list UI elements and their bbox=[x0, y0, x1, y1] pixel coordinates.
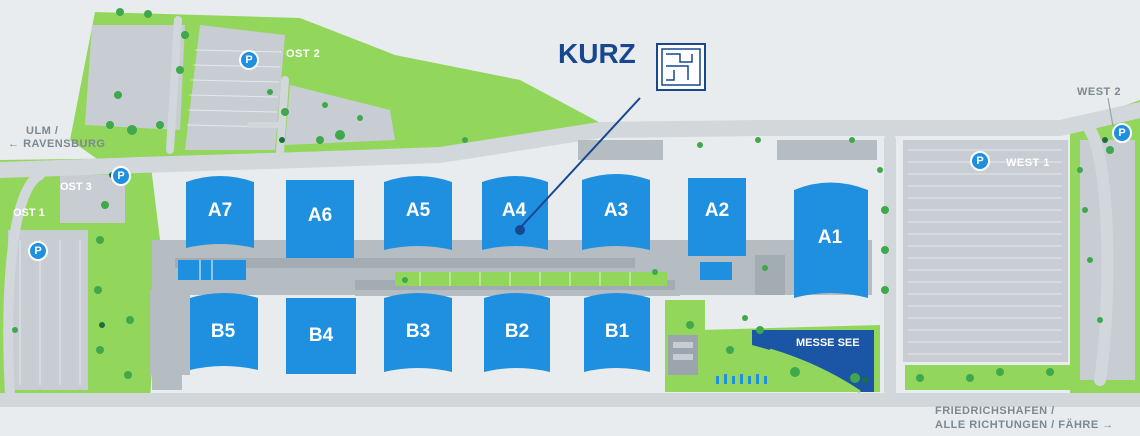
direction-friedrichshafen-line-1: FRIEDRICHSHAFEN / bbox=[935, 405, 1055, 417]
parking-icon-west-2[interactable]: P bbox=[1112, 123, 1132, 143]
direction-ulm-line-2: RAVENSBURG bbox=[23, 138, 106, 150]
area-messe-see: MESSE SEE bbox=[796, 337, 860, 349]
area-ost-2: OST 2 bbox=[286, 48, 321, 60]
pointer-line bbox=[519, 97, 641, 229]
roads bbox=[0, 16, 1140, 407]
halls-b bbox=[190, 293, 650, 374]
parking-stripes bbox=[19, 49, 1062, 385]
arrow-left-icon: ← bbox=[8, 138, 20, 150]
parking-icon-ost-2[interactable]: P bbox=[239, 50, 259, 70]
parking-icon-west-1[interactable]: P bbox=[970, 151, 990, 171]
direction-ulm: ← RAVENSBURG bbox=[8, 138, 105, 150]
halls-a bbox=[186, 174, 868, 298]
direction-friedrichshafen-line-2: ALLE RICHTUNGEN / FÄHRE bbox=[935, 419, 1099, 431]
area-west-1: WEST 1 bbox=[1006, 157, 1050, 169]
hall-b5[interactable]: B5 bbox=[210, 321, 236, 342]
direction-friedrichshafen: ALLE RICHTUNGEN / FÄHRE → bbox=[935, 419, 1114, 431]
parking-icon-ost-1[interactable]: P bbox=[28, 241, 48, 261]
hall-a1[interactable]: A1 bbox=[817, 227, 843, 248]
hall-b1[interactable]: B1 bbox=[604, 321, 630, 342]
trees bbox=[12, 8, 1114, 383]
area-ost-1: OST 1 bbox=[13, 207, 45, 219]
hall-a6[interactable]: A6 bbox=[307, 205, 333, 226]
arrow-right-icon: → bbox=[1102, 419, 1114, 431]
parking-icon-ost-3[interactable]: P bbox=[111, 166, 131, 186]
area-west-2: WEST 2 bbox=[1077, 86, 1121, 98]
area-ost-3: OST 3 bbox=[60, 181, 92, 193]
hall-b4[interactable]: B4 bbox=[308, 325, 334, 346]
booth-location-dot bbox=[515, 225, 525, 235]
exhibitor-brand: KURZ bbox=[558, 38, 636, 69]
hall-a5[interactable]: A5 bbox=[405, 200, 431, 221]
hall-a7[interactable]: A7 bbox=[207, 200, 233, 221]
hall-a3[interactable]: A3 bbox=[603, 200, 629, 221]
messe-see-lake bbox=[752, 330, 874, 392]
hall-b3[interactable]: B3 bbox=[405, 321, 431, 342]
hall-b2[interactable]: B2 bbox=[504, 321, 530, 342]
hall-a4[interactable]: A4 bbox=[501, 200, 527, 221]
hall-a2[interactable]: A2 bbox=[704, 200, 730, 221]
direction-ulm-line-1: ULM / bbox=[26, 125, 59, 137]
booth-floorplan-icon bbox=[656, 43, 706, 91]
